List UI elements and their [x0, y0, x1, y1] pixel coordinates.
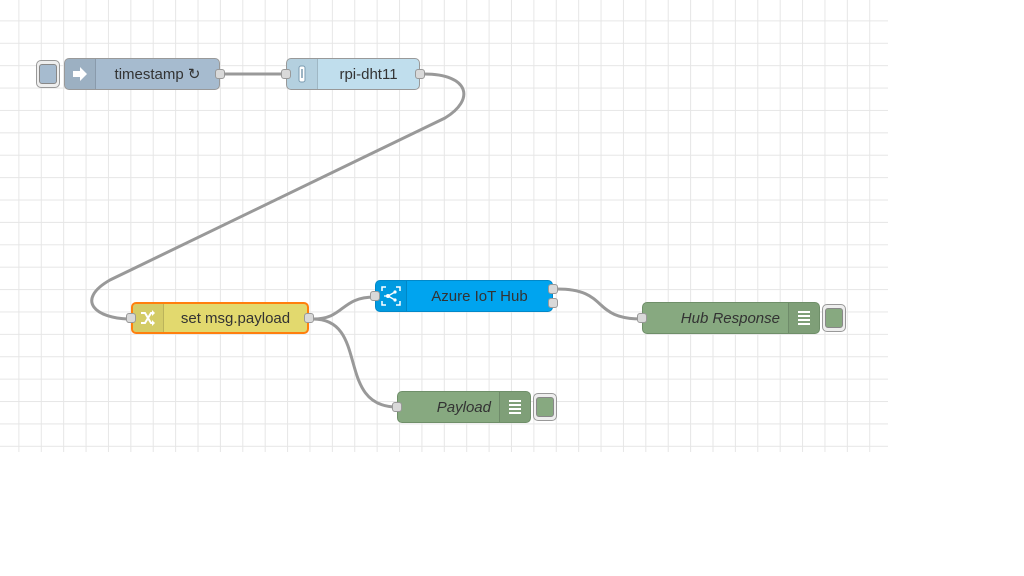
input-port[interactable] [126, 313, 136, 323]
node-payload-label: Payload [436, 398, 491, 416]
node-timestamp-label: timestamp ↻ [114, 66, 201, 83]
debug-toggle-button[interactable] [533, 393, 557, 421]
output-port-1[interactable] [548, 284, 558, 294]
node-hub-response-label: Hub Response [680, 309, 780, 327]
output-port[interactable] [215, 69, 225, 79]
shuffle-icon [133, 304, 164, 332]
inject-button[interactable] [36, 60, 60, 88]
debug-list-icon [499, 392, 530, 422]
arrow-right-icon [65, 59, 96, 89]
input-port[interactable] [281, 69, 291, 79]
node-rpi-dht11[interactable]: rpi-dht11 [281, 58, 425, 90]
input-port[interactable] [370, 291, 380, 301]
input-port[interactable] [392, 402, 402, 412]
debug-toggle-inner [825, 308, 843, 328]
node-timestamp[interactable]: timestamp ↻ [64, 58, 225, 90]
debug-toggle-button[interactable] [822, 304, 846, 332]
output-port[interactable] [304, 313, 314, 323]
input-port[interactable] [637, 313, 647, 323]
node-azure-iot-hub-label: Azure IoT Hub [431, 287, 528, 305]
node-payload[interactable]: Payload [392, 391, 531, 423]
output-port[interactable] [415, 69, 425, 79]
node-azure-iot-hub[interactable]: Azure IoT Hub [370, 280, 558, 312]
sensor-icon [287, 59, 318, 89]
debug-toggle-inner [536, 397, 554, 417]
debug-list-icon [788, 303, 819, 333]
output-port-2[interactable] [548, 298, 558, 308]
node-set-msg-payload[interactable]: set msg.payload [126, 302, 314, 334]
node-rpi-dht11-label: rpi-dht11 [339, 65, 398, 83]
node-hub-response[interactable]: Hub Response [637, 302, 820, 334]
inject-button-inner [39, 64, 57, 84]
node-set-msg-payload-label: set msg.payload [180, 309, 291, 327]
azure-iot-icon [376, 281, 407, 311]
